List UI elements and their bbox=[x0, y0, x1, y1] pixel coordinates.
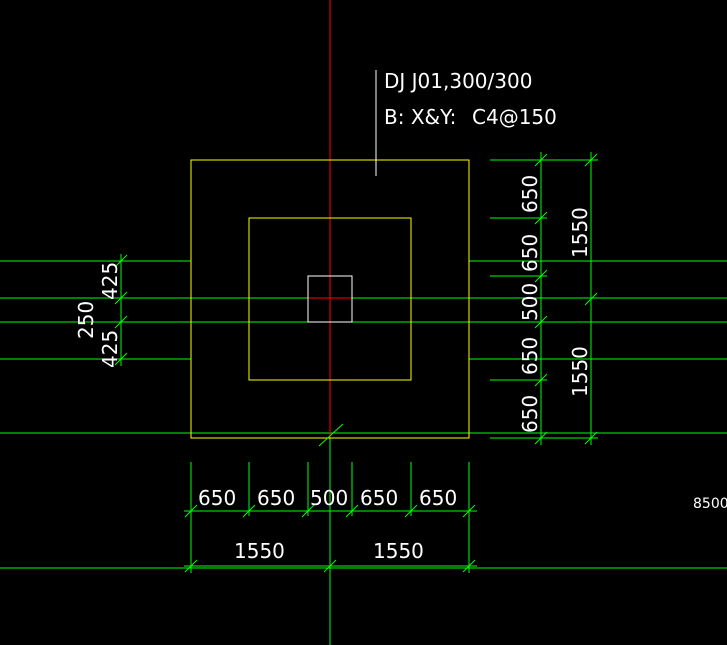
bottom-dim-label-4: 650 bbox=[360, 486, 398, 510]
tick-b1-352 bbox=[345, 504, 359, 518]
right-dim-label-3: 500 bbox=[518, 283, 542, 321]
annotation-rebar-value: C4@150 bbox=[472, 105, 557, 129]
right-dimension-chain bbox=[490, 152, 598, 445]
footing-outer-outline[interactable] bbox=[190, 159, 470, 439]
annotation-rebar-prefix: B: X&Y: bbox=[384, 105, 456, 129]
tick-b2-330 bbox=[323, 559, 337, 573]
right-dim-half-top: 1550 bbox=[568, 207, 592, 258]
right-dim-label-4: 650 bbox=[518, 337, 542, 375]
section-mark-slash bbox=[318, 423, 344, 447]
right-dim-label-1: 650 bbox=[518, 175, 542, 213]
side-elevation-label: 8500 bbox=[693, 496, 727, 512]
tick-l-261 bbox=[114, 254, 128, 268]
tick-r2-160 bbox=[584, 153, 598, 167]
right-dim-label-5: 650 bbox=[518, 395, 542, 433]
tick-b2-191 bbox=[184, 559, 198, 573]
left-dimension-chain bbox=[114, 254, 128, 366]
tick-b1-469 bbox=[462, 504, 476, 518]
tick-b1-191 bbox=[184, 504, 198, 518]
bottom-dimension-chain bbox=[184, 462, 477, 573]
tick-b1-249 bbox=[242, 504, 256, 518]
tick-r1-380 bbox=[534, 373, 548, 387]
bottom-dim-half-right: 1550 bbox=[373, 539, 424, 563]
left-dim-label-top: 425 bbox=[98, 262, 122, 300]
tick-r2-299 bbox=[584, 292, 598, 306]
tick-l-298 bbox=[114, 291, 128, 305]
right-dim-half-bottom: 1550 bbox=[568, 346, 592, 397]
left-dim-label-middle: 250 bbox=[74, 301, 98, 339]
tick-r1-276 bbox=[534, 269, 548, 283]
right-dim-label-2: 650 bbox=[518, 234, 542, 272]
column-outline[interactable] bbox=[307, 275, 353, 323]
bottom-dim-label-3: 500 bbox=[310, 486, 348, 510]
bottom-dim-half-left: 1550 bbox=[234, 539, 285, 563]
tick-b1-308 bbox=[301, 504, 315, 518]
bottom-dim-label-5: 650 bbox=[419, 486, 457, 510]
grid-lines bbox=[0, 260, 727, 645]
tick-r2-438 bbox=[584, 431, 598, 445]
tick-r1-218 bbox=[534, 211, 548, 225]
tick-r1-322 bbox=[534, 315, 548, 329]
tick-l-359 bbox=[114, 352, 128, 366]
annotation-title: DJ J01,300/300 bbox=[384, 69, 532, 93]
bottom-dim-label-1: 650 bbox=[198, 486, 236, 510]
tick-r1-160 bbox=[534, 153, 548, 167]
tick-r1-438 bbox=[534, 431, 548, 445]
tick-b2-469 bbox=[462, 559, 476, 573]
tick-b1-411 bbox=[404, 504, 418, 518]
bottom-dim-label-2: 650 bbox=[257, 486, 295, 510]
tick-l-322 bbox=[114, 315, 128, 329]
footing-inner-step-outline[interactable] bbox=[248, 217, 412, 381]
left-dim-label-bottom: 425 bbox=[98, 330, 122, 368]
